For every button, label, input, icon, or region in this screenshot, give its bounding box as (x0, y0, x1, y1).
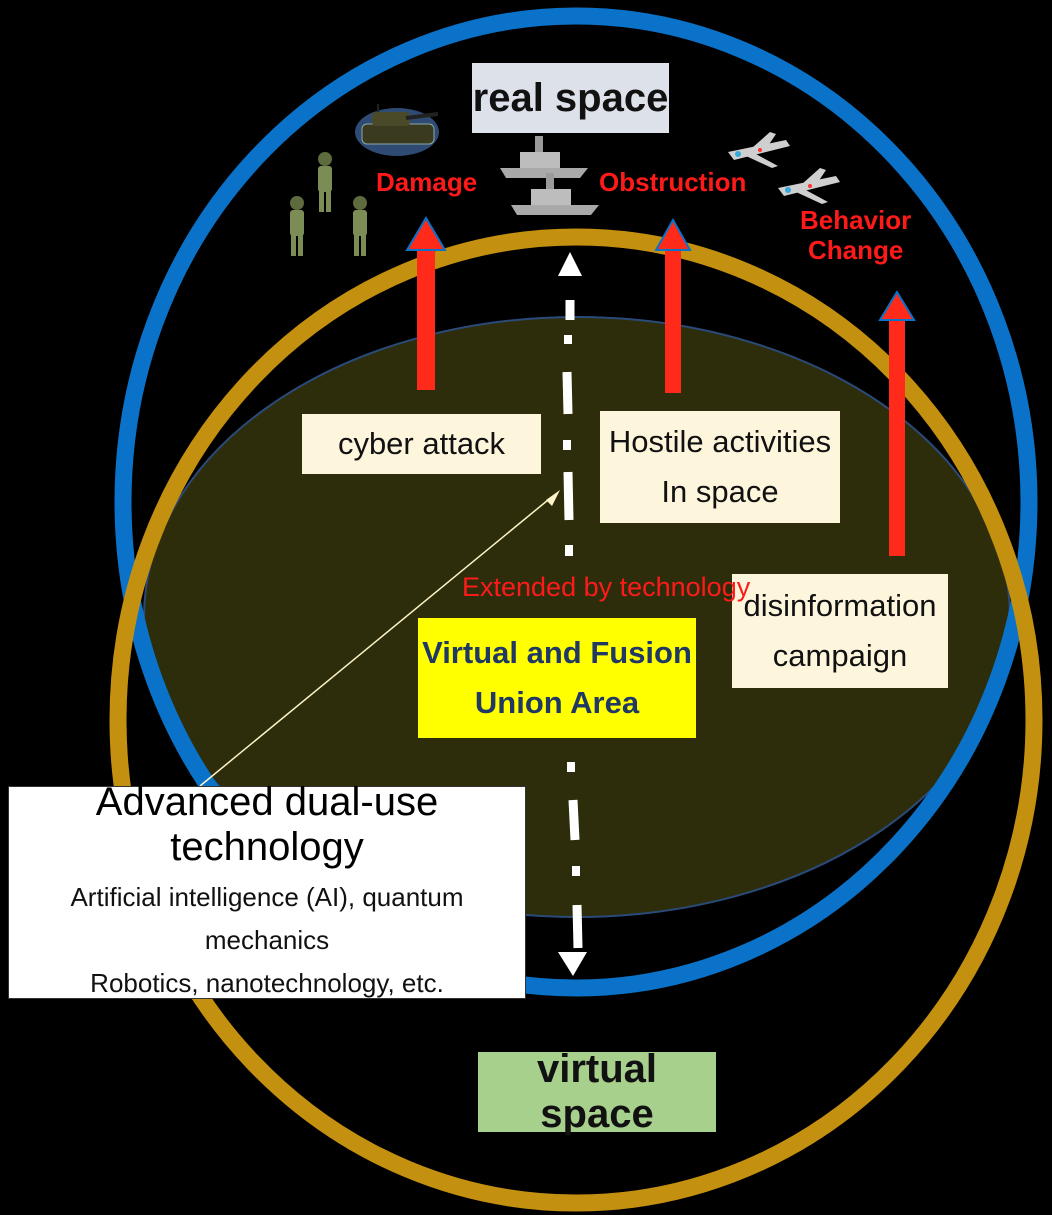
tank-icon (355, 104, 439, 156)
union-area-line: Virtual and Fusion (422, 635, 692, 671)
damage-arrow (405, 216, 447, 390)
soldier-icon (290, 196, 304, 256)
hostile-activities-line: Hostile activities (608, 424, 832, 460)
soldier-icon (353, 196, 367, 256)
behavior-change-line: Behavior (800, 205, 912, 235)
aircraft-icon (728, 132, 790, 168)
technology-line: Artificial intelligence (AI), quantum (70, 882, 464, 913)
technology-connector-line (199, 499, 549, 787)
hostile-activities-box: Hostile activities In space (600, 411, 840, 523)
technology-line: mechanics (204, 925, 330, 956)
warship-icon (511, 173, 599, 215)
disinformation-box: disinformation campaign (732, 574, 948, 688)
hostile-activities-line: In space (661, 474, 779, 509)
virtual-space-label: virtual space (478, 1047, 716, 1136)
real-space-label: real space (472, 63, 669, 133)
behavior-change-arrow (878, 290, 916, 556)
warship-icon (500, 136, 588, 178)
disinformation-line: campaign (772, 638, 908, 673)
virtual-space-text: virtual space (536, 1047, 658, 1136)
virtual-space-circle (109, 228, 1043, 1212)
union-area-line: Union Area (474, 685, 640, 720)
real-space-circle (114, 7, 1038, 997)
disinformation-line: disinformation (743, 588, 937, 624)
technology-box: Advanced dual-use technology Artificial … (8, 780, 526, 999)
obstruction-arrow (654, 217, 692, 393)
real-virtual-link-arrow (558, 252, 587, 976)
obstruction-label: Obstruction (599, 167, 747, 197)
technology-line: Robotics, nanotechnology, etc. (90, 967, 444, 998)
technology-connector-arrowhead (546, 490, 560, 506)
behavior-change-label: Behavior Change (800, 205, 912, 266)
union-area-box: Virtual and Fusion Union Area (418, 618, 696, 738)
damage-label: Damage (376, 167, 478, 197)
soldier-icon (318, 152, 332, 212)
cyber-attack-text: cyber attack (337, 426, 506, 461)
aircraft-icon (778, 168, 840, 204)
behavior-change-line: Change (807, 234, 904, 265)
technology-title: Advanced dual-use technology (95, 780, 439, 870)
real-space-text: real space (472, 75, 669, 120)
cyber-attack-box: cyber attack (302, 414, 541, 474)
extended-by-technology-label: Extended by technology (462, 572, 751, 602)
